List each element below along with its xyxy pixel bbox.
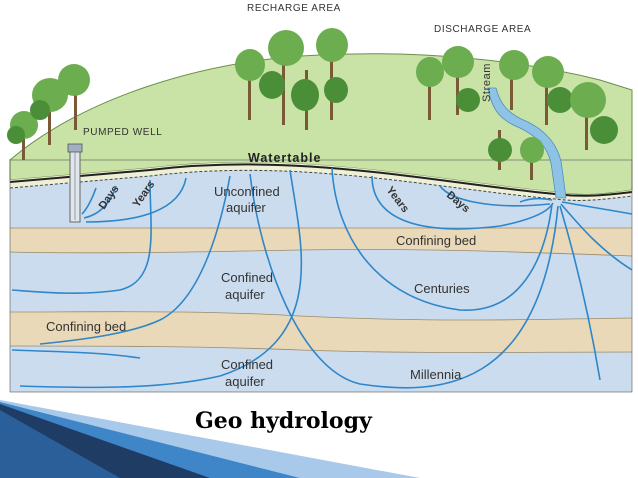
tree-icon xyxy=(570,82,618,150)
flow-lines xyxy=(11,167,633,389)
tree-icon xyxy=(291,70,319,130)
millennia-label: Millennia xyxy=(410,367,462,382)
recharge-area-label: RECHARGE AREA xyxy=(247,3,341,14)
tree-icon xyxy=(416,57,444,120)
tree-icon xyxy=(488,130,512,170)
confined-aquifer-upper xyxy=(10,249,632,320)
tree-icon xyxy=(499,50,529,110)
tree-icon xyxy=(235,49,265,120)
tree-icon xyxy=(442,46,480,115)
confined-aquifer-upper-label-1: Confined xyxy=(221,270,273,285)
centuries-label: Centuries xyxy=(414,281,470,296)
tree-icon xyxy=(532,56,573,125)
tree-icon xyxy=(520,137,544,180)
decorative-stripes xyxy=(0,400,420,478)
slide-caption: Geo hydrology xyxy=(195,408,372,434)
unconfined-aquifer-label-2: aquifer xyxy=(226,200,266,215)
confining-bed-lower-label: Confining bed xyxy=(46,319,126,334)
watertable-label: Watertable xyxy=(248,151,321,165)
watertable-dash xyxy=(9,169,633,201)
confined-aquifer-lower xyxy=(10,346,632,392)
tree-icon xyxy=(316,28,348,120)
confining-bed-upper-label: Confining bed xyxy=(396,233,476,248)
boundary-4 xyxy=(9,345,633,353)
confined-aquifer-lower-label-1: Confined xyxy=(221,357,273,372)
stream-label: Stream xyxy=(481,63,493,102)
confining-bed-upper xyxy=(10,228,632,256)
confined-aquifer-upper-label-2: aquifer xyxy=(225,287,265,302)
stream xyxy=(487,87,567,199)
unconfined-aquifer-label-1: Unconfined xyxy=(214,184,280,199)
watertable-line xyxy=(9,163,633,197)
vadose-zone xyxy=(10,162,632,201)
tree-icon xyxy=(30,78,68,145)
pumped-well-label: PUMPED WELL xyxy=(83,127,162,138)
confined-aquifer-lower-label-2: aquifer xyxy=(225,374,265,389)
discharge-area-label: DISCHARGE AREA xyxy=(434,24,531,35)
tree-icon xyxy=(259,30,304,125)
pumped-well xyxy=(67,143,83,223)
confining-bed-lower xyxy=(10,311,632,353)
tree-icon xyxy=(58,64,90,130)
tree-icon xyxy=(7,111,38,160)
unconfined-aquifer xyxy=(10,170,632,228)
trees xyxy=(7,28,618,180)
section-frame xyxy=(9,159,633,393)
boundary-3 xyxy=(9,311,633,321)
